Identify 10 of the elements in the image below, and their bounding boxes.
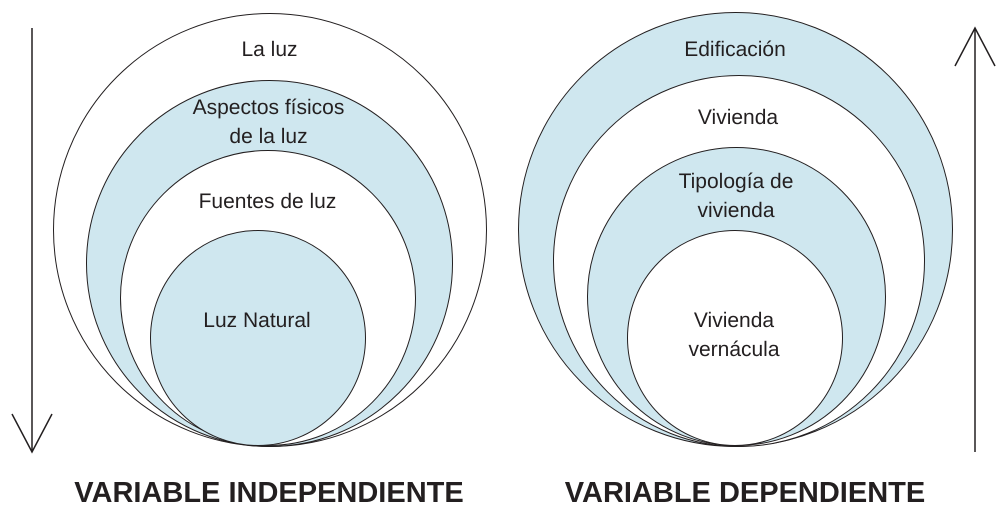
circle-label: Luz Natural <box>202 308 312 334</box>
circle-label: Vivienda vernácula <box>687 308 781 362</box>
circle-label: Tipología de vivienda <box>678 169 794 224</box>
circle-label: Aspectos físicos de la luz <box>192 94 346 150</box>
circle-label: Fuentes de luz <box>198 189 338 215</box>
circle-label: La luz <box>240 37 299 63</box>
variable-heading: VARIABLE DEPENDIENTE <box>564 476 926 510</box>
circle-label: Edificación <box>683 37 787 63</box>
circle-label: Vivienda <box>696 104 780 130</box>
variable-heading: VARIABLE INDEPENDIENTE <box>74 476 464 510</box>
